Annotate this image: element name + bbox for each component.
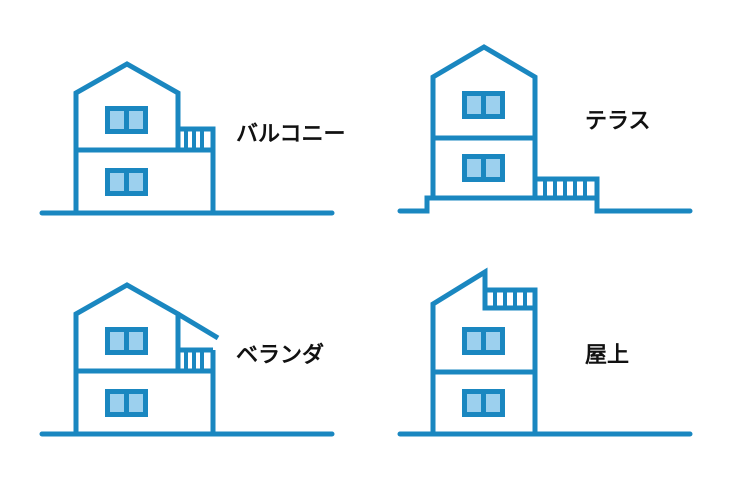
window-upper [105,106,148,134]
rooftop-house [397,267,693,437]
house-outline [430,44,538,198]
label-balcony: バルコニー [236,122,346,147]
label-terrace: テラス [585,109,651,134]
veranda-railing [178,347,213,371]
ground-line [397,195,693,214]
window-lower [462,154,505,182]
label-veranda: ベランダ [236,343,325,368]
terrace-house [397,44,693,214]
label-rooftop: 屋上 [585,343,630,368]
window-lower [105,389,148,417]
balcony-house [39,61,335,216]
rooftop-railing [485,287,538,308]
house-outline [73,282,181,434]
window-lower [105,168,148,196]
terrace-deck [535,176,600,198]
veranda-house [39,282,335,437]
window-upper [105,327,148,355]
window-upper [462,327,505,355]
house-outline [73,61,181,213]
window-upper [462,91,505,119]
balcony-railing [178,126,216,150]
window-lower [462,389,505,417]
veranda-roof [176,311,220,341]
